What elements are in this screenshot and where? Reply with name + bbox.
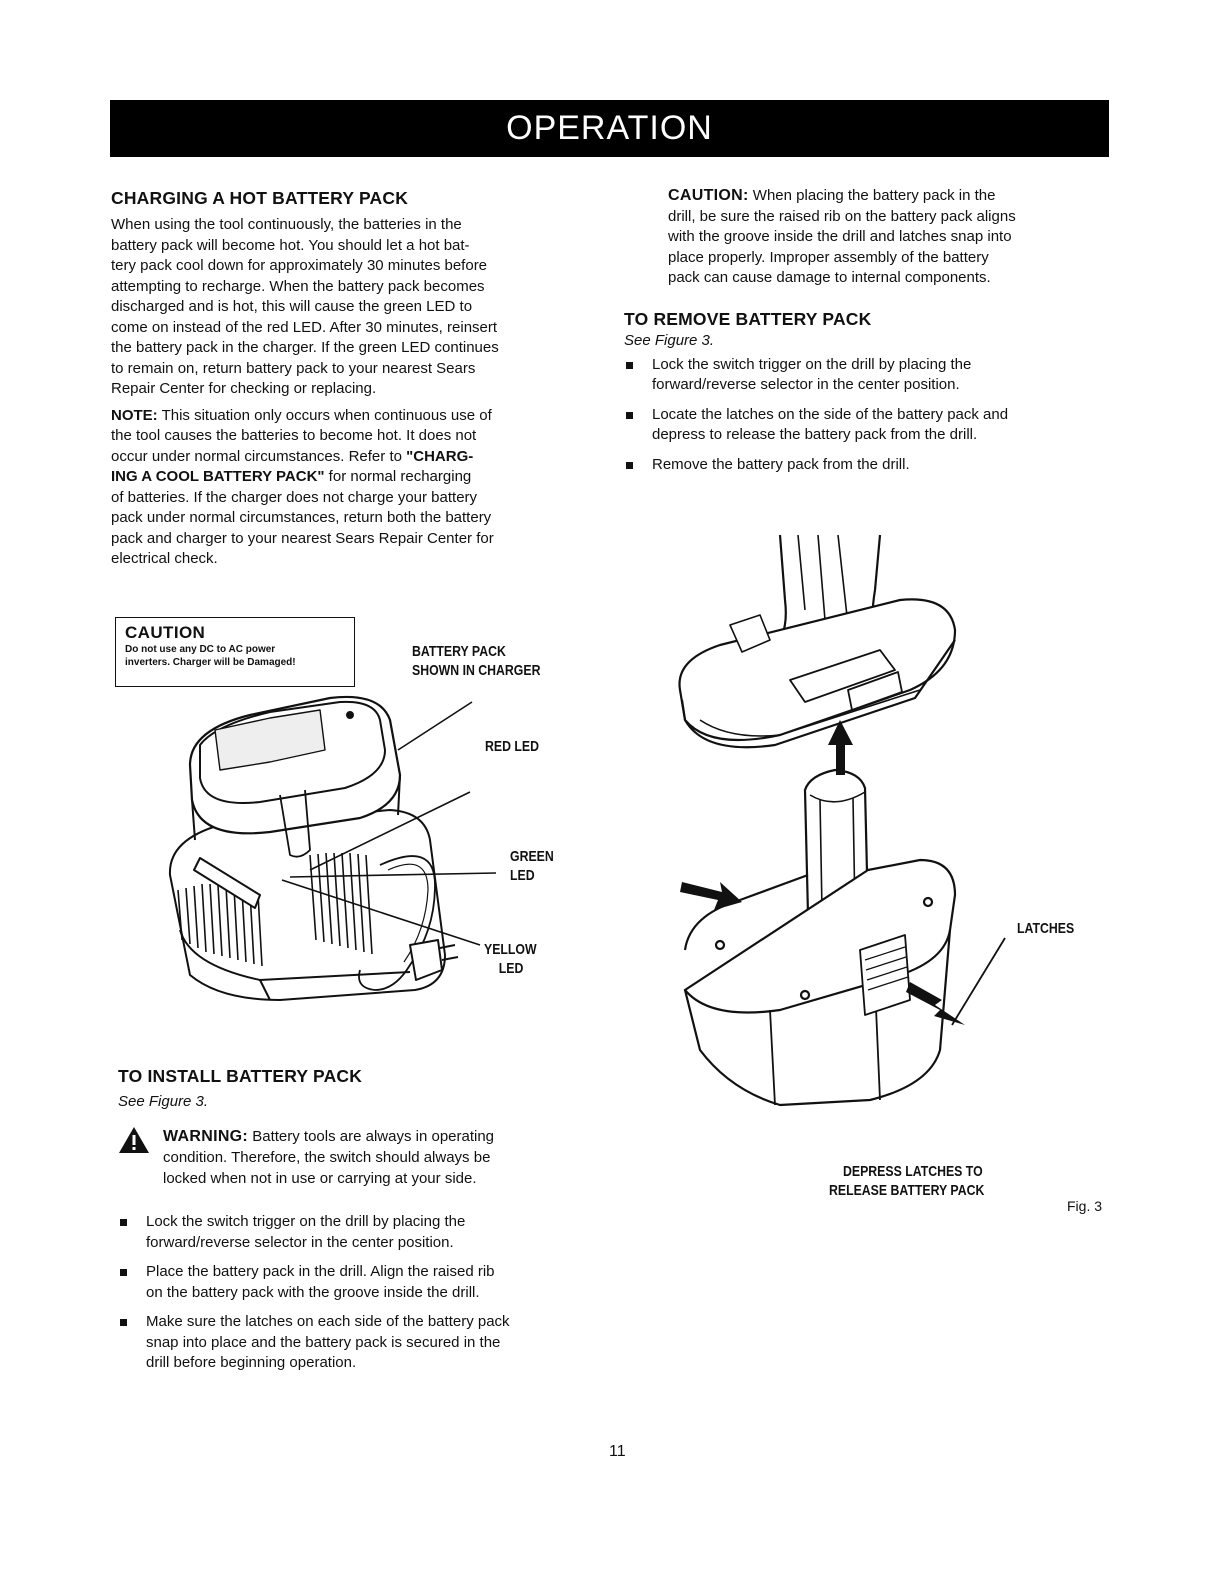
warning-text: Battery tools are always in operating — [248, 1128, 495, 1145]
hot-pack-heading: CHARGING A HOT BATTERY PACK — [111, 188, 409, 208]
label-green-led: GREEN LED — [510, 847, 554, 885]
note-label: NOTE: — [111, 406, 158, 424]
warning-line: locked when not in use or carrying at yo… — [163, 1170, 477, 1187]
list-item: Make sure the latches on each side of th… — [118, 1312, 608, 1374]
section-banner: OPERATION — [110, 100, 1109, 157]
caution-box-line: inverters. Charger will be Damaged! — [125, 657, 296, 668]
caution-line: with the groove inside the drill and lat… — [668, 228, 1012, 245]
bullet-icon — [626, 461, 633, 469]
note-line: occur under normal circumstances. Refer … — [111, 447, 591, 468]
drill-battery-figure — [678, 534, 1006, 1107]
hot-pack-line: Repair Center for checking or replacing. — [111, 380, 377, 397]
hot-pack-line: battery pack will become hot. You should… — [111, 236, 470, 254]
figure-number: Fig. 3 — [1067, 1198, 1103, 1214]
label-line: LED — [498, 960, 524, 977]
remove-heading: TO REMOVE BATTERY PACK — [624, 308, 872, 329]
note-line: NOTE: This situation only occurs when co… — [111, 406, 591, 427]
page-number: 11 — [609, 1443, 626, 1460]
list-line: forward/reverse selector in the center p… — [652, 376, 960, 393]
note-line: of batteries. If the charger does not ch… — [111, 488, 478, 506]
install-see-figure: See Figure 3. — [118, 1093, 209, 1110]
caution-line: CAUTION: When placing the battery pack i… — [668, 186, 1114, 207]
caution-box-title: CAUTION — [125, 623, 206, 642]
list-line: forward/reverse selector in the center p… — [146, 1233, 454, 1251]
bullet-icon — [120, 1219, 127, 1226]
list-line: Remove the battery pack from the drill. — [652, 455, 910, 473]
caution-box-line: Do not use any DC to AC power — [125, 644, 276, 655]
caution-paragraph: CAUTION: When placing the battery pack i… — [624, 186, 1114, 289]
bullet-icon — [626, 411, 633, 419]
warning-line: condition. Therefore, the switch should … — [163, 1149, 491, 1166]
warning-block: WARNING: Battery tools are always in ope… — [118, 1126, 588, 1189]
list-item: Locate the latches on the side of the ba… — [624, 405, 1114, 446]
list-line: Lock the switch trigger on the drill by … — [146, 1213, 466, 1230]
list-line: Make sure the latches on each side of th… — [146, 1313, 510, 1330]
hot-pack-line: come on instead of the red LED. After 30… — [111, 318, 498, 336]
caution-box: CAUTION Do not use any DC to AC power in… — [115, 617, 355, 687]
remove-see-figure: See Figure 3. — [624, 331, 715, 349]
note-line: the tool causes the batteries to become … — [111, 427, 477, 444]
warning-label: WARNING: — [163, 1128, 249, 1145]
list-item: Remove the battery pack from the drill. — [624, 455, 1114, 476]
list-line: Locate the latches on the side of the ba… — [652, 405, 1009, 423]
note-ref: ING A COOL BATTERY PACK" — [111, 468, 325, 485]
right-column: CAUTION: When placing the battery pack i… — [624, 186, 1114, 484]
charger-figure — [168, 695, 497, 1001]
list-line: snap into place and the battery pack is … — [146, 1333, 501, 1351]
note-line: electrical check. — [111, 550, 218, 567]
label-line: YELLOW — [484, 941, 537, 958]
label-line: SHOWN IN CHARGER — [412, 662, 541, 679]
hot-pack-line: discharged and is hot, this will cause t… — [111, 298, 473, 315]
hot-pack-line: the battery pack in the charger. If the … — [111, 339, 499, 356]
caption-line: RELEASE BATTERY PACK — [829, 1182, 985, 1199]
list-item: Place the battery pack in the drill. Ali… — [118, 1262, 608, 1303]
label-line: GREEN — [510, 848, 554, 865]
hot-pack-section: CHARGING A HOT BATTERY PACK When using t… — [111, 188, 591, 570]
label-latches: LATCHES — [1017, 920, 1075, 937]
remove-bullets: Lock the switch trigger on the drill by … — [624, 355, 1114, 476]
install-bullets: Lock the switch trigger on the drill by … — [118, 1212, 608, 1383]
list-line: Lock the switch trigger on the drill by … — [652, 355, 972, 373]
hot-pack-line: to remain on, return battery pack to you… — [111, 359, 476, 377]
caption-line: DEPRESS LATCHES TO — [843, 1163, 983, 1180]
figure-caption: DEPRESS LATCHES TO RELEASE BATTERY PACK — [829, 1162, 984, 1200]
note-text: for normal recharging — [324, 468, 472, 485]
hot-pack-line: attempting to recharge. When the battery… — [111, 277, 485, 295]
label-red-led: RED LED — [485, 738, 539, 755]
note-line: ING A COOL BATTERY PACK" for normal rech… — [111, 467, 591, 488]
list-item: Lock the switch trigger on the drill by … — [118, 1212, 608, 1253]
install-section: TO INSTALL BATTERY PACK See Figure 3. — [118, 1066, 598, 1116]
install-heading: TO INSTALL BATTERY PACK — [118, 1066, 363, 1086]
hot-pack-line: tery pack cool down for approximately 30… — [111, 257, 488, 274]
bullet-icon — [120, 1319, 127, 1326]
list-item: Lock the switch trigger on the drill by … — [624, 355, 1114, 396]
warning-line: WARNING: Battery tools are always in ope… — [163, 1126, 588, 1147]
label-line: BATTERY PACK — [412, 643, 506, 660]
note-text: This situation only occurs when continuo… — [157, 406, 492, 424]
label-battery-pack: BATTERY PACK SHOWN IN CHARGER — [412, 642, 540, 680]
list-line: drill before beginning operation. — [146, 1354, 357, 1371]
caution-text: When placing the battery pack in the — [748, 187, 996, 204]
note-line: pack and charger to your nearest Sears R… — [111, 529, 494, 547]
label-line: LED — [510, 867, 535, 884]
bullet-icon — [120, 1269, 127, 1276]
note-line: pack under normal circumstances, return … — [111, 509, 492, 526]
caution-line: drill, be sure the raised rib on the bat… — [668, 207, 1016, 225]
caution-line: pack can cause damage to internal compon… — [668, 269, 991, 286]
caution-label: CAUTION: — [668, 187, 749, 204]
bullet-icon — [626, 361, 633, 369]
hot-pack-line: When using the tool continuously, the ba… — [111, 216, 462, 233]
list-line: Place the battery pack in the drill. Ali… — [146, 1263, 495, 1280]
note-text: occur under normal circumstances. Refer … — [111, 447, 407, 465]
warning-icon — [119, 1127, 149, 1153]
list-line: depress to release the battery pack from… — [652, 426, 978, 443]
note-ref: "CHARG- — [406, 447, 474, 465]
caution-line: place properly. Improper assembly of the… — [668, 248, 989, 266]
list-line: on the battery pack with the groove insi… — [146, 1283, 480, 1301]
label-yellow-led: YELLOW LED — [484, 940, 537, 978]
